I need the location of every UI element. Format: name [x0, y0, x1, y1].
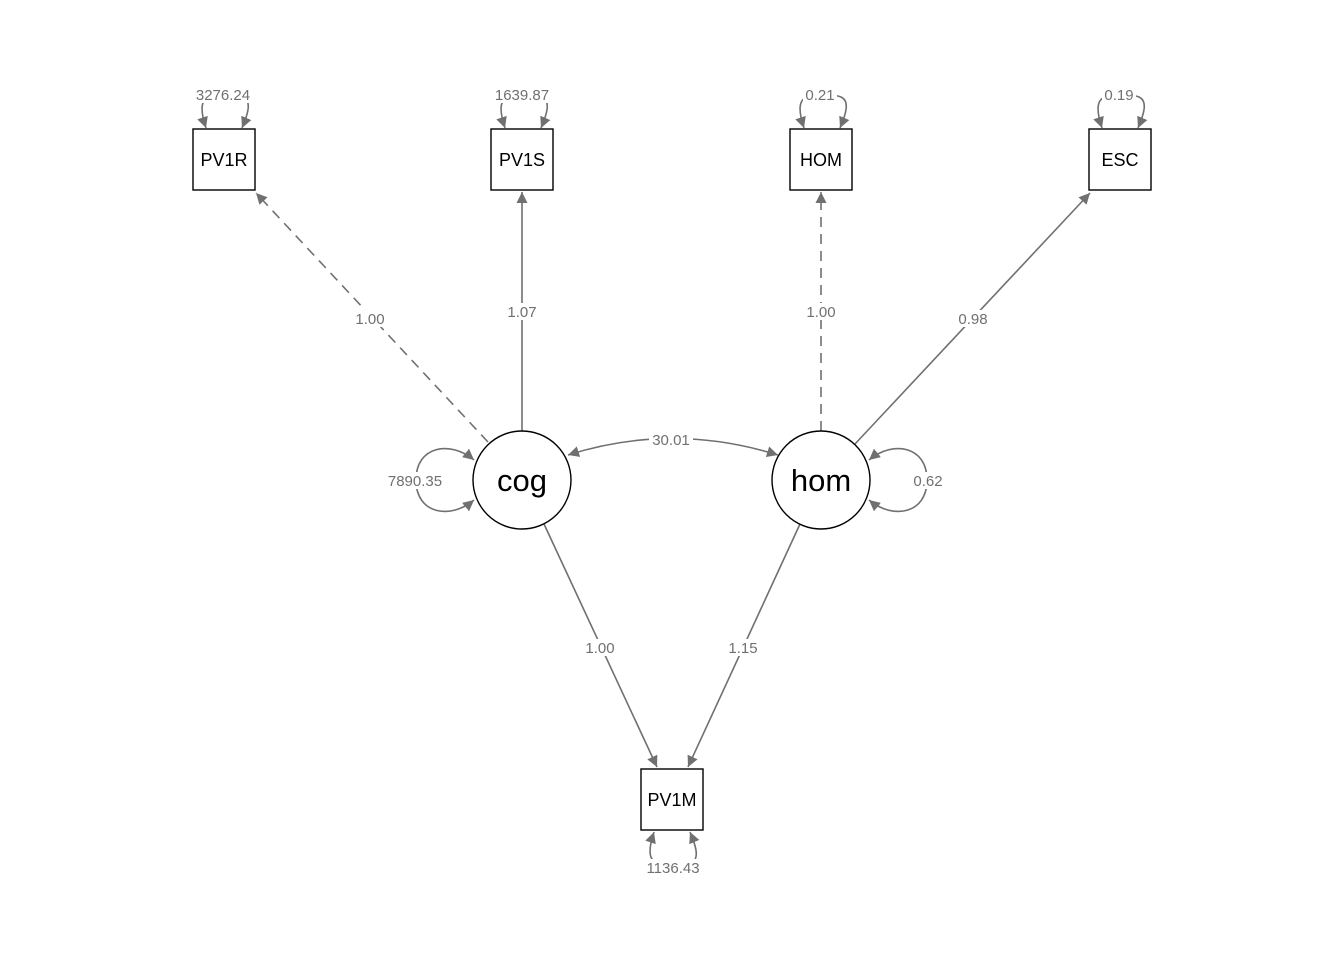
node-hom-manifest: HOM — [789, 128, 853, 191]
loading-label-cog-pv1s: 1.07 — [507, 304, 536, 321]
variance-loop-esc: 0.19 — [1093, 86, 1148, 129]
edge-hom-hom: 1.00 — [803, 192, 839, 431]
node-cog: cog — [472, 430, 572, 530]
edge-cog-pv1m: 1.00 — [543, 523, 658, 768]
node-label-hom: hom — [791, 463, 851, 498]
loading-label-hom-hom: 1.00 — [806, 304, 835, 321]
loading-label-hom-esc: 0.98 — [958, 311, 987, 328]
variance-loop-hom-manifest: 0.21 — [795, 86, 850, 129]
node-label-hom-manifest: HOM — [800, 150, 842, 170]
variance-label-pv1m: 1136.43 — [646, 860, 699, 877]
variance-loop-pv1r: 3276.24 — [192, 86, 254, 129]
edge-hom-pv1m: 1.15 — [687, 523, 801, 768]
node-pv1m: PV1M — [640, 768, 704, 831]
variance-label-hom-manifest: 0.21 — [805, 87, 834, 104]
edge-hom-esc: 0.98 — [854, 192, 1091, 445]
variance-loop-pv1m: 1136.43 — [642, 831, 704, 877]
variance-label-hom: 0.62 — [913, 473, 942, 490]
node-hom: hom — [771, 430, 871, 530]
node-pv1s: PV1S — [490, 128, 554, 191]
node-label-cog: cog — [497, 463, 547, 498]
node-pv1r: PV1R — [192, 128, 256, 191]
variance-loop-hom: 0.62 — [868, 447, 946, 513]
variance-label-cog: 7890.35 — [388, 473, 442, 490]
loading-label-cog-pv1r: 1.00 — [355, 311, 384, 328]
node-label-pv1r: PV1R — [200, 150, 247, 170]
loading-label-hom-pv1m: 1.15 — [728, 640, 757, 657]
node-esc: ESC — [1088, 128, 1152, 191]
covariance-cog-hom: 30.01 — [567, 431, 779, 457]
variance-loop-cog: 7890.35 — [384, 447, 475, 513]
variance-label-pv1s: 1639.87 — [495, 87, 549, 104]
variance-loop-pv1s: 1639.87 — [491, 86, 553, 129]
variance-label-esc: 0.19 — [1104, 87, 1133, 104]
node-label-pv1m: PV1M — [647, 790, 696, 810]
node-label-pv1s: PV1S — [499, 150, 545, 170]
node-label-esc: ESC — [1101, 150, 1138, 170]
covariance-label-cog-hom: 30.01 — [652, 432, 690, 449]
loading-label-cog-pv1m: 1.00 — [585, 640, 614, 657]
edge-cog-pv1r: 1.00 — [255, 192, 489, 443]
edge-cog-pv1s: 1.07 — [504, 192, 540, 431]
variance-label-pv1r: 3276.24 — [196, 87, 250, 104]
